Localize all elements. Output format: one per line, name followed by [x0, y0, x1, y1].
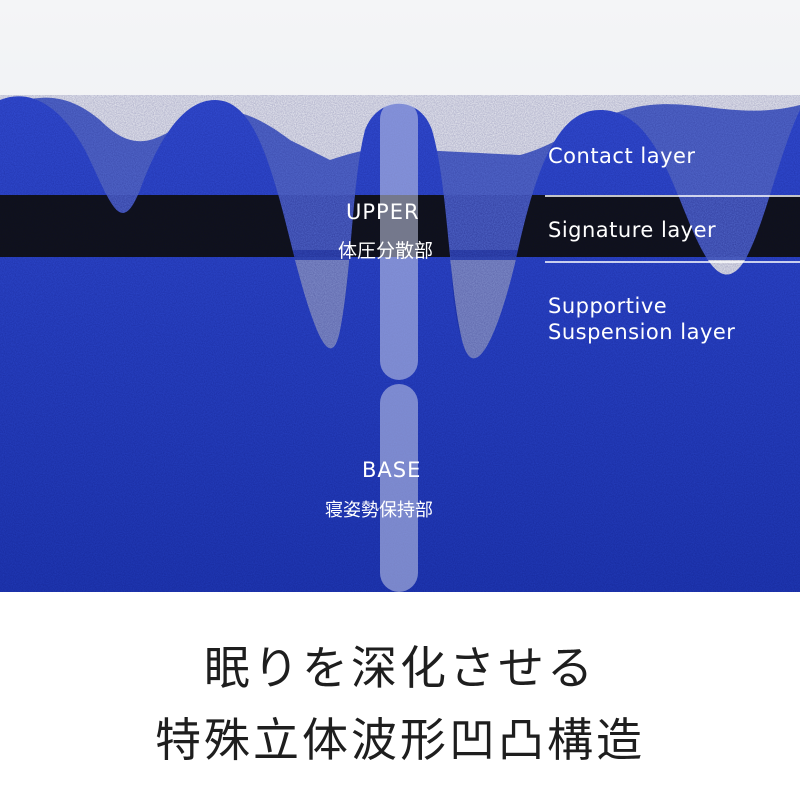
headline-line2: 特殊立体波形凹凸構造	[155, 713, 645, 767]
upper-guide-bar	[380, 100, 418, 380]
contact-layer-label: Contact layer	[548, 144, 696, 168]
headline-line1: 眠りを深化させる	[204, 641, 596, 695]
base-guide-bar	[380, 384, 418, 592]
supportive-layer-line1: Supportive	[548, 294, 668, 318]
foam-cross-section-image	[0, 0, 800, 592]
base-label: BASE	[362, 458, 422, 482]
signature-layer-label: Signature layer	[548, 218, 717, 242]
upper-sublabel: 体圧分散部	[338, 240, 434, 262]
supportive-layer-line2: Suspension layer	[548, 320, 736, 344]
supportive-layer-label: Supportive Suspension layer	[548, 293, 735, 345]
upper-label: UPPER	[346, 200, 420, 224]
base-sublabel: 寝姿勢保持部	[325, 500, 433, 521]
